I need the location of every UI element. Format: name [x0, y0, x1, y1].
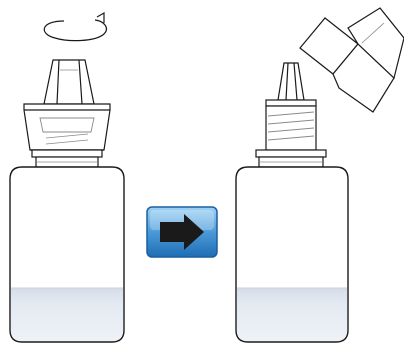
cap-off-icon: [300, 8, 404, 112]
bottle-neck-2: [256, 150, 326, 167]
bottle-body-2: [236, 167, 348, 342]
bottle-without-cap: [236, 8, 404, 342]
bottle-with-cap: [10, 13, 124, 342]
cap-base: [24, 104, 110, 150]
nozzle-tip: [278, 63, 304, 100]
liquid-fill-2: [237, 288, 347, 341]
bottle-neck: [32, 150, 102, 167]
rotate-arrow-icon: [44, 13, 106, 41]
threaded-neck: [266, 100, 316, 150]
bottle-body: [10, 167, 124, 342]
liquid-fill: [11, 288, 123, 341]
cap-top: [44, 60, 94, 104]
arrow-right-button-icon: [147, 207, 217, 257]
